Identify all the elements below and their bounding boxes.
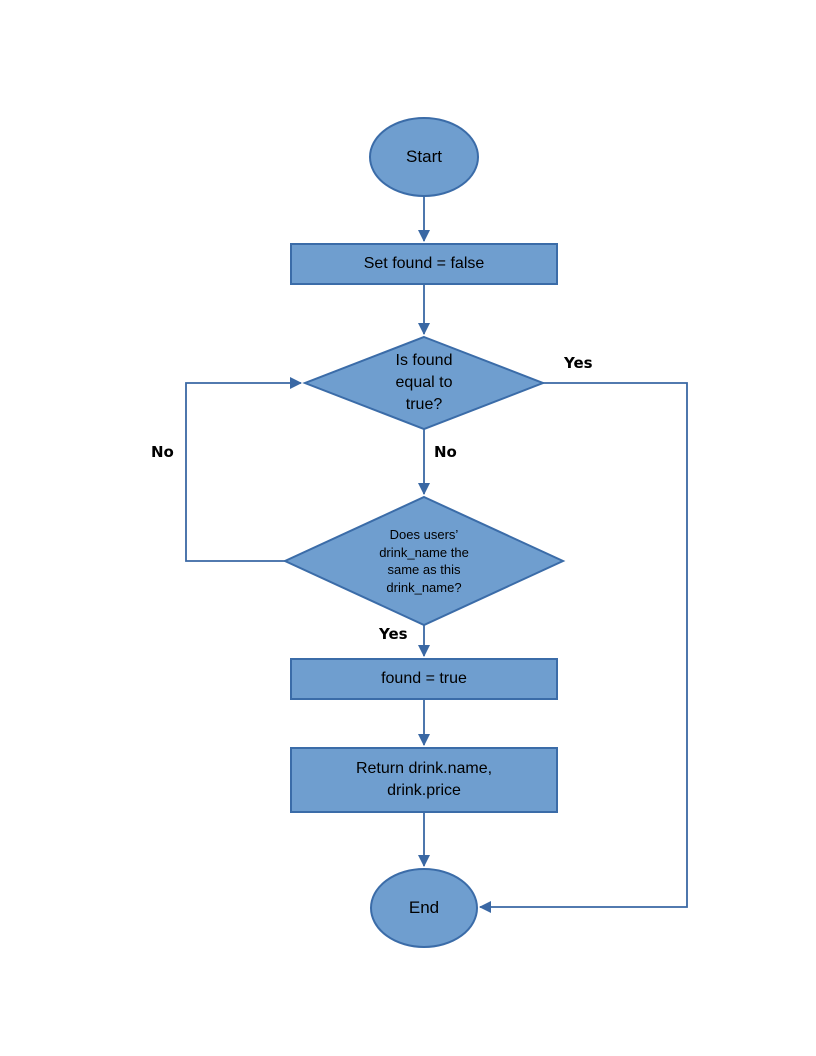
end-terminator-shape	[370, 868, 478, 948]
return-drink-process-shape	[290, 747, 558, 813]
name-match-decision-shape	[282, 495, 566, 627]
start-terminator-shape	[369, 117, 479, 197]
edge-namematch-no-loop	[185, 377, 302, 562]
is-found-decision-shape	[302, 335, 546, 431]
found-true-process-shape	[290, 658, 558, 700]
edge-isfound-yes-to-end	[479, 382, 688, 913]
set-found-process-shape	[290, 243, 558, 285]
